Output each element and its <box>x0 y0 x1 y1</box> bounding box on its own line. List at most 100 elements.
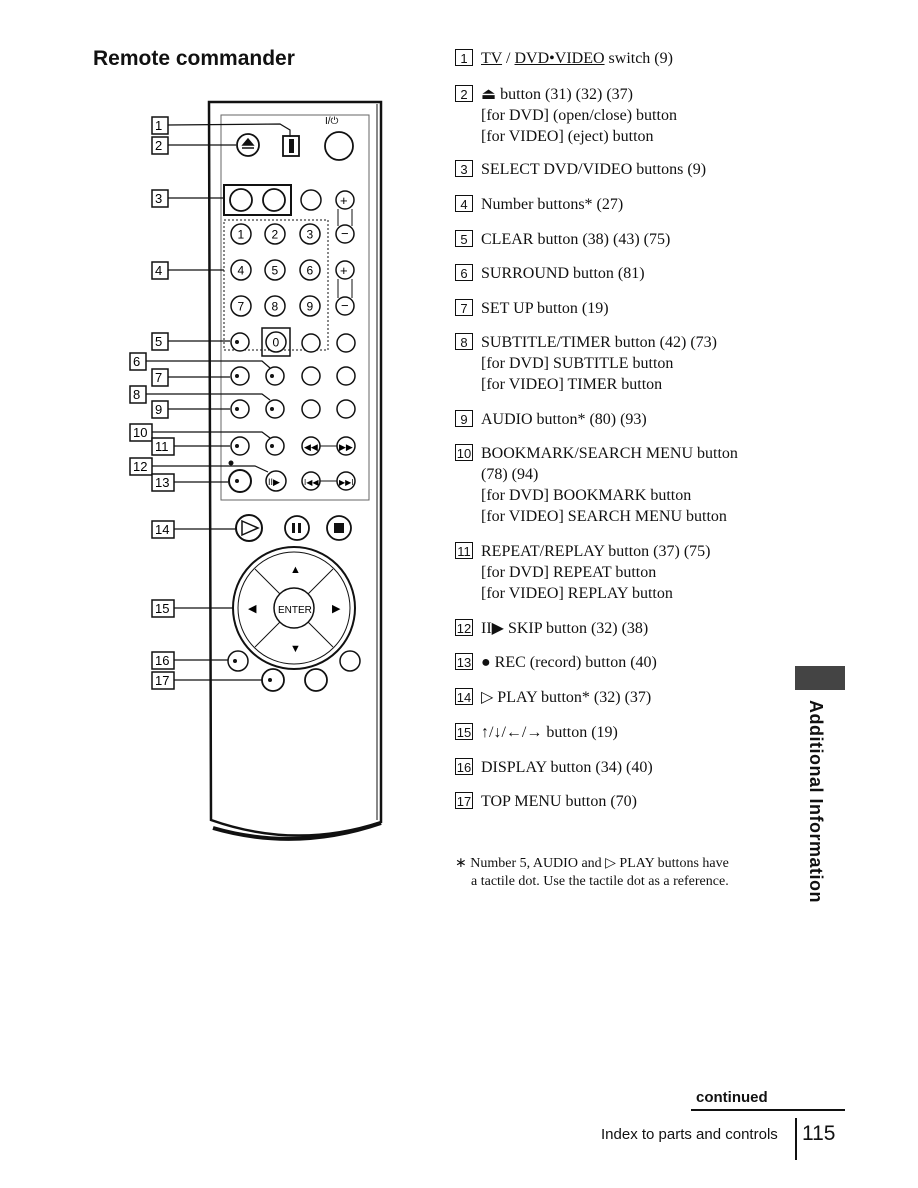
next-button: ▶▶I <box>336 471 356 491</box>
svg-text:▶▶: ▶▶ <box>339 442 353 452</box>
list-item: 15 ↑/↓/←/→ button (19) <box>455 722 618 743</box>
number-key[interactable] <box>265 331 287 353</box>
footer-divider <box>795 1118 797 1160</box>
number-key-label: 3 <box>307 228 314 242</box>
list-item: 7 SET UP button (19) <box>455 298 609 319</box>
callout-number: 16 <box>155 653 169 668</box>
svg-text:II▶: II▶ <box>268 477 280 487</box>
bookmark-search-button <box>265 436 285 456</box>
list-item: 3 SELECT DVD/VIDEO buttons (9) <box>455 159 706 180</box>
footnote: ∗ Number 5, AUDIO and ▷ PLAY buttons hav… <box>455 856 729 889</box>
volume-plus <box>335 190 355 210</box>
callout-number: 15 <box>155 601 169 616</box>
item-text: SET UP button (19) <box>481 300 609 317</box>
callout-leader <box>146 393 271 401</box>
callout-number: 4 <box>155 263 162 278</box>
item-text: (78) (94) <box>481 466 539 483</box>
item-number: 15 <box>455 723 473 740</box>
item-text: REPEAT/REPLAY button (37) (75) <box>481 543 711 560</box>
item-number: 6 <box>455 264 473 281</box>
item-text: ↑/↓/←/→ button (19) <box>481 724 618 741</box>
surround-button <box>265 366 285 386</box>
set-up-button <box>230 366 250 386</box>
page-title: Remote commander <box>93 47 295 70</box>
callout-leader <box>167 123 291 137</box>
item-text: [for VIDEO] REPLAY button <box>481 585 673 602</box>
svg-text:▼: ▼ <box>290 643 301 655</box>
item-text: ⏏ button (31) (32) (37) <box>481 86 633 103</box>
item-number: 8 <box>455 333 473 350</box>
callout-number: 3 <box>155 191 162 206</box>
item-text: [for VIDEO] (eject) button <box>481 128 654 145</box>
item-number: 14 <box>455 688 473 705</box>
footer-section: Index to parts and controls <box>601 1126 778 1143</box>
callout-number: 9 <box>155 402 162 417</box>
fast-forward-button: ▶▶ <box>336 436 356 456</box>
item-text: SELECT DVD/VIDEO buttons (9) <box>481 161 707 178</box>
number-key[interactable] <box>299 295 321 317</box>
svg-text:▲: ▲ <box>290 564 301 576</box>
eject-button <box>236 133 260 157</box>
item-text: [for DVD] BOOKMARK button <box>481 487 692 504</box>
channel-minus <box>335 296 355 316</box>
item-text: ▷ PLAY button* (32) (37) <box>481 689 652 706</box>
callout-number: 13 <box>155 475 169 490</box>
channel-plus <box>335 260 355 280</box>
subtitle-timer-button <box>265 399 285 419</box>
audio-button <box>230 399 250 419</box>
enter-label: ENTER <box>278 605 312 616</box>
number-key-label: 5 <box>272 264 279 278</box>
section-tab-block <box>795 666 845 690</box>
item-number: 17 <box>455 792 473 809</box>
callout-number: 6 <box>133 354 140 369</box>
number-key[interactable] <box>264 259 286 281</box>
item-text: AUDIO button* (80) (93) <box>481 411 647 428</box>
continued-label: continued <box>696 1089 768 1106</box>
number-key[interactable] <box>230 223 252 245</box>
callout-number: 5 <box>155 334 162 349</box>
svg-text:+: + <box>340 263 348 278</box>
callout-box <box>151 116 169 135</box>
number-key[interactable] <box>264 223 286 245</box>
callout-number: 2 <box>155 138 162 153</box>
repeat-replay-button <box>230 436 250 456</box>
number-key[interactable] <box>299 259 321 281</box>
svg-text:▶▶I: ▶▶I <box>339 478 354 487</box>
callout-number: 8 <box>133 387 140 402</box>
item-number: 1 <box>455 49 473 66</box>
number-key[interactable] <box>264 295 286 317</box>
item-text: [for DVD] SUBTITLE button <box>481 355 674 372</box>
pause-button <box>284 515 310 541</box>
round-button <box>301 399 321 419</box>
item-number: 7 <box>455 299 473 316</box>
select-dvd-button <box>229 188 253 212</box>
item-number: 3 <box>455 160 473 177</box>
number-key-label: 4 <box>238 264 245 278</box>
svg-text:+: + <box>340 193 348 208</box>
remote-body <box>207 100 383 837</box>
skip-button: II▶ <box>265 470 287 492</box>
round-button <box>300 189 322 211</box>
number-key-label: 1 <box>238 228 245 242</box>
item-text: ● REC (record) button (40) <box>481 654 657 671</box>
number-key[interactable] <box>230 295 252 317</box>
item-number: 12 <box>455 619 473 636</box>
item-text: BOOKMARK/SEARCH MENU button <box>481 445 738 462</box>
round-button <box>336 333 356 353</box>
list-item: 2⏏ button (31) (32) (37)[for DVD] (open/… <box>455 84 677 147</box>
item-text: Number buttons* (27) <box>481 196 624 213</box>
previous-button: I◀◀ <box>301 471 321 491</box>
number-key[interactable] <box>230 259 252 281</box>
number-key-label: 8 <box>272 300 279 314</box>
callout-leader <box>152 465 269 473</box>
svg-text:▶: ▶ <box>332 603 341 615</box>
clear-button <box>230 332 250 352</box>
number-key[interactable] <box>299 223 321 245</box>
